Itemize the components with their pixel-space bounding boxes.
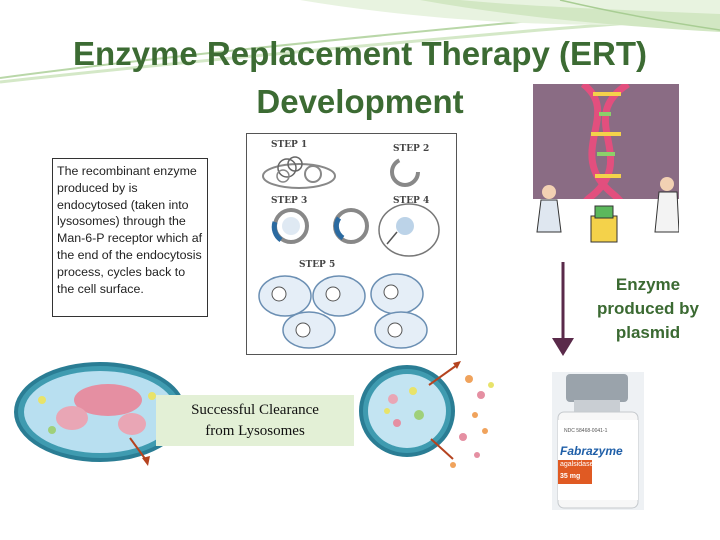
down-arrow-icon <box>552 262 574 356</box>
vial-shape <box>552 372 644 510</box>
plasmid-label: Enzyme produced by plasmid <box>596 275 699 342</box>
slide-title: Enzyme Replacement Therapy (ERT) Develop… <box>0 30 720 126</box>
header-swoosh-decoration <box>0 0 720 84</box>
cell-after-illustration <box>359 361 494 468</box>
vial-brand: Fabrazyme <box>560 444 623 458</box>
description-textbox: The recombinant enzyme produced by is en… <box>52 158 208 317</box>
slide-title-line1: Enzyme Replacement Therapy (ERT) <box>73 35 647 72</box>
steps-illustration <box>258 156 440 349</box>
clearance-label-line1: Successful Clearance <box>191 402 319 418</box>
clearance-label-line2: from Lysosomes <box>205 423 305 439</box>
cell-before-illustration <box>14 362 186 466</box>
vial-generic: agalsidase beta <box>560 461 610 468</box>
dna-scientists-illustration <box>533 84 679 252</box>
step-5-label: STEP 5 <box>299 260 336 270</box>
fabrazyme-vial-image: NDC 58468-0041-1 Fabrazyme agalsidase be… <box>552 372 644 510</box>
slide-title-line2: Development <box>256 83 464 120</box>
step-1-label: STEP 1 <box>271 140 308 150</box>
endocytosis-steps-diagram: STEP 1 STEP 2 STEP 3 STEP 4 STEP 5 <box>246 133 457 355</box>
clearance-label: Successful Clearance from Lysosomes <box>156 395 354 446</box>
vial-ndc: NDC 58468-0041-1 <box>564 428 608 434</box>
step-4-label: STEP 4 <box>393 196 430 206</box>
vial-dose: 35 mg <box>560 473 581 480</box>
step-2-label: STEP 2 <box>393 144 430 154</box>
step-3-label: STEP 3 <box>271 196 308 206</box>
